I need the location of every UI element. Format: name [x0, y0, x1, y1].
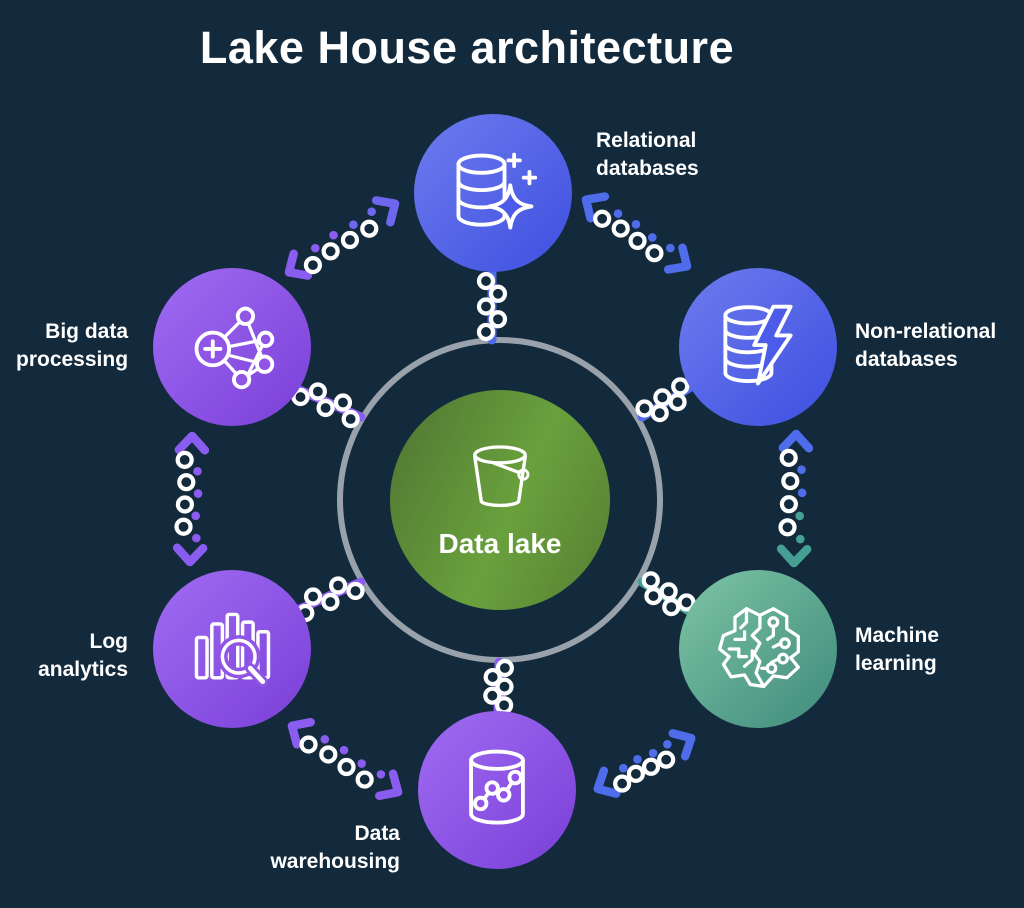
node-label-relational-databases: Relational databases — [596, 129, 699, 181]
node-label-log-analytics: Log analytics — [38, 630, 128, 682]
network-plus-icon — [194, 306, 275, 390]
cylinder-graph-icon — [469, 749, 525, 825]
data-lake-circle: Data lake — [390, 390, 610, 610]
database-sparkle-icon — [456, 152, 538, 230]
node-big-data-processing — [153, 268, 311, 426]
node-data-warehousing — [418, 711, 576, 869]
node-label-big-data-processing: Big data processing — [16, 320, 129, 372]
node-label-non-relational-databases: Non-relational databases — [855, 320, 997, 372]
page-title: Lake House architecture — [199, 22, 735, 73]
node-log-analytics — [153, 570, 311, 728]
node-relational-databases — [414, 114, 572, 272]
data-lake-label: Data lake — [438, 528, 562, 559]
node-non-relational-databases — [679, 268, 837, 426]
brain-circuit-icon — [717, 607, 800, 689]
database-lightning-icon — [723, 304, 793, 386]
node-label-data-warehousing: Data warehousing — [270, 822, 400, 874]
node-machine-learning — [679, 570, 837, 728]
bucket-icon — [473, 445, 530, 508]
node-label-machine-learning: Machine learning — [855, 624, 940, 676]
bar-chart-magnifier-icon — [194, 612, 271, 687]
